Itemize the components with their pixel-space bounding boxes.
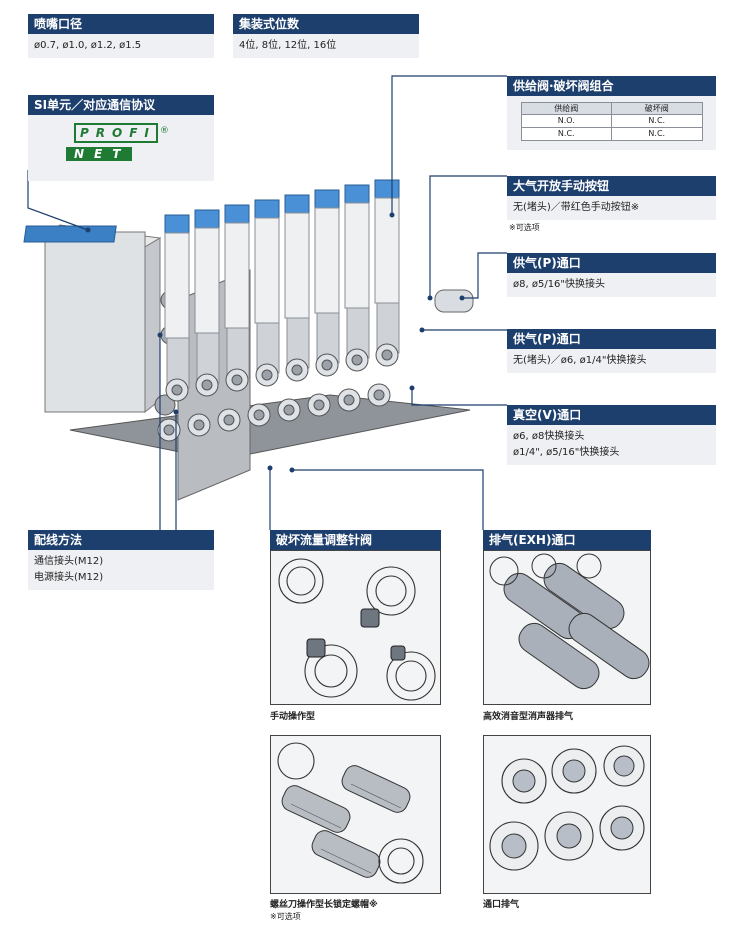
vacuum-title: 真空(V)通口 [507,405,716,425]
table-row: N.C. N.C. [520,127,703,141]
exhaust-port-image [483,735,651,894]
fitting-bore [313,399,325,411]
valve-body [224,222,250,329]
needle-note: ※可选项 [270,912,301,921]
exhaust-caption-2: 通口排气 [483,900,520,910]
stations-title: 集装式位数 [233,14,419,34]
col-header-release: 破坏阀 [611,102,703,115]
needle-caption-2: 螺丝刀操作型长锁定螺帽※ [270,900,378,910]
wiring-callout: 配线方法 通信接头(M12) 电源接头(M12) [28,530,214,590]
fitting-bore [223,414,235,426]
col-header-supply: 供给阀 [520,102,612,115]
wiring-body: 通信接头(M12) 电源接头(M12) [28,550,214,590]
fitting-bore [193,419,205,431]
manual-button-value: 无(堵头)／带红色手动按钮※ [507,196,716,220]
fitting-bore [381,349,393,361]
wiring-line2: 电源接头(M12) [34,572,104,583]
exhaust-section: 排气(EXH)通口 [483,530,651,550]
stations-value: 4位, 8位, 12位, 16位 [233,34,419,58]
fitting-bore [201,379,213,391]
supply-p2-callout: 供气(P)通口 无(堵头)／ø6, ø1/4"快换接头 [507,329,716,373]
needle-valve-section: 破坏流量调整针阀 [270,530,441,550]
valve-body [164,232,190,339]
valve-combo-callout: 供给阀·破坏阀组合 供给阀 破坏阀 N.O. N.C. N.C. N.C. [507,76,716,150]
needle-screwdriver-image [270,735,441,894]
table-cell: N.O. [520,114,612,128]
si-unit-title: SI单元／对应通信协议 [28,95,214,115]
table-cell: N.C. [520,127,612,141]
logo-registered-mark: ® [159,126,169,136]
profinet-logo: PROFI ® NET [66,123,169,164]
valve-body [254,217,280,324]
fitting-bore [163,424,175,436]
valve-combo-body: 供给阀 破坏阀 N.O. N.C. N.C. N.C. [507,96,716,150]
nozzle-value: ø0.7, ø1.0, ø1.2, ø1.5 [28,34,214,58]
fitting-bore [351,354,363,366]
valve-combo-title: 供给阀·破坏阀组合 [507,76,716,96]
fitting-bore [291,364,303,376]
table-row: N.O. N.C. [520,114,703,128]
vacuum-body: ø6, ø8快换接头 ø1/4", ø5/16"快换接头 [507,425,716,465]
valve-body [284,212,310,319]
fitting-bore [321,359,333,371]
exhaust-title: 排气(EXH)通口 [483,530,651,550]
valve-body [374,197,400,304]
needle-title: 破坏流量调整针阀 [270,530,441,550]
fitting-bore [283,404,295,416]
exhaust-caption-1: 高效消音型消声器排气 [483,712,574,722]
valve-combo-table: 供给阀 破坏阀 N.O. N.C. N.C. N.C. [520,102,703,141]
vacuum-line1: ø6, ø8快换接头 [513,431,585,442]
vacuum-callout: 真空(V)通口 ø6, ø8快换接头 ø1/4", ø5/16"快换接头 [507,405,716,465]
wiring-line1: 通信接头(M12) [34,556,104,567]
manual-button-callout: 大气开放手动按钮 无(堵头)／带红色手动按钮※ [507,176,716,220]
needle-caption-1: 手动操作型 [270,712,316,722]
needle-manual-image [270,550,441,705]
stations-callout: 集装式位数 4位, 8位, 12位, 16位 [233,14,419,58]
manual-button-note: ※可选项 [509,223,540,232]
fitting-bore [171,384,183,396]
supply-p1-callout: 供气(P)通口 ø8, ø5/16"快换接头 [507,253,716,297]
si-unit-body: PROFI ® NET [28,115,214,181]
exhaust-silencer-image [483,550,651,705]
si-unit-callout: SI单元／对应通信协议 PROFI ® NET [28,95,214,181]
valve-body [344,202,370,309]
fitting-bore [343,394,355,406]
supply-p2-value: 无(堵头)／ø6, ø1/4"快换接头 [507,349,716,373]
logo-net: NET [66,147,133,161]
table-cell: N.C. [611,127,703,141]
valve-body [314,207,340,314]
supply-p1-title: 供气(P)通口 [507,253,716,273]
supply-p1-value: ø8, ø5/16"快换接头 [507,273,716,297]
vacuum-line2: ø1/4", ø5/16"快换接头 [513,447,620,458]
nozzle-title: 喷嘴口径 [28,14,214,34]
table-cell: N.C. [611,114,703,128]
wiring-title: 配线方法 [28,530,214,550]
fitting-bore [261,369,273,381]
valve-body [194,227,220,334]
manual-button-title: 大气开放手动按钮 [507,176,716,196]
fitting-bore [373,389,385,401]
logo-profi: PROFI [74,123,158,143]
supply-p2-title: 供气(P)通口 [507,329,716,349]
fitting-bore [253,409,265,421]
fitting-bore [231,374,243,386]
nozzle-callout: 喷嘴口径 ø0.7, ø1.0, ø1.2, ø1.5 [28,14,214,58]
